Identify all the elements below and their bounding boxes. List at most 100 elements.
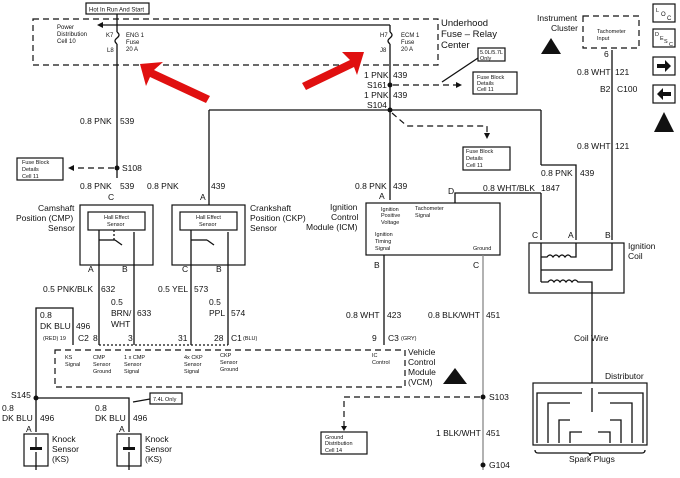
wire-pnk-439-gauge: 1 PNK bbox=[364, 70, 389, 80]
fuse-block-note-2[interactable] bbox=[462, 146, 511, 171]
svg-text:C: C bbox=[667, 16, 672, 22]
svg-text:Ground: Ground bbox=[93, 369, 111, 375]
svg-text:B: B bbox=[374, 260, 380, 270]
svg-text:Camshaft: Camshaft bbox=[38, 203, 75, 213]
eng-fuse-label: ENG 1 Fuse 20 A bbox=[126, 33, 145, 53]
svg-text:B2: B2 bbox=[600, 84, 611, 94]
svg-text:0.5: 0.5 bbox=[209, 297, 221, 307]
svg-text:C: C bbox=[473, 260, 479, 270]
instrument-cluster-label: Instrument Cluster bbox=[537, 13, 578, 33]
spark-plugs-label: Spark Plugs bbox=[569, 454, 615, 464]
svg-text:451: 451 bbox=[486, 428, 500, 438]
instrument-cluster[interactable] bbox=[582, 15, 640, 49]
svg-text:A: A bbox=[26, 424, 32, 434]
ignition-coil[interactable] bbox=[528, 242, 625, 295]
esd-icon bbox=[654, 112, 674, 132]
svg-text:S108: S108 bbox=[122, 163, 142, 173]
svg-text:ENG 1: ENG 1 bbox=[126, 33, 145, 39]
svg-text:Sensor: Sensor bbox=[93, 362, 111, 368]
knock-sensor-1[interactable]: A bbox=[23, 424, 49, 470]
fuse-block-note-1[interactable] bbox=[472, 71, 518, 95]
fuse-block-note-3[interactable] bbox=[16, 157, 64, 181]
svg-text:WHT: WHT bbox=[111, 319, 130, 329]
svg-text:Instrument: Instrument bbox=[537, 13, 578, 23]
svg-text:C1: C1 bbox=[231, 333, 242, 343]
svg-text:O: O bbox=[661, 12, 666, 18]
cmp-sensor[interactable]: Hall Effect Sensor A B bbox=[79, 204, 154, 274]
icm-module[interactable]: Ignition Positive Voltage Tachometer Sig… bbox=[365, 202, 501, 256]
eng-fuse-icon bbox=[114, 31, 120, 45]
svg-text:B: B bbox=[122, 264, 128, 274]
svg-text:0.8 WHT/BLK: 0.8 WHT/BLK bbox=[483, 183, 535, 193]
ground-distribution-note[interactable] bbox=[320, 431, 368, 455]
esd-warning-icon bbox=[443, 368, 467, 384]
svg-text:31: 31 bbox=[178, 333, 188, 343]
svg-text:439: 439 bbox=[211, 181, 225, 191]
ignition-coil-label: Ignition Coil bbox=[628, 241, 656, 261]
svg-text:Control: Control bbox=[331, 212, 359, 222]
svg-text:0.8 PNK: 0.8 PNK bbox=[80, 181, 112, 191]
knock-sensor-2[interactable]: A bbox=[116, 424, 142, 470]
ground-g104 bbox=[480, 462, 486, 468]
arrow-left-icon bbox=[657, 88, 671, 100]
svg-text:496: 496 bbox=[133, 413, 147, 423]
next-arrow-button[interactable] bbox=[652, 56, 676, 76]
svg-text:Tachometer: Tachometer bbox=[415, 206, 444, 212]
svg-text:PPL: PPL bbox=[209, 308, 225, 318]
svg-text:B: B bbox=[605, 230, 611, 240]
knock-sensor-2-label: Knock Sensor (KS) bbox=[145, 434, 172, 464]
svg-text:Voltage: Voltage bbox=[381, 220, 399, 226]
svg-text:KS: KS bbox=[65, 355, 73, 361]
svg-text:(KS): (KS) bbox=[145, 454, 162, 464]
svg-text:4x CKP: 4x CKP bbox=[184, 355, 203, 361]
svg-text:Position (CKP): Position (CKP) bbox=[250, 213, 306, 223]
svg-text:S: S bbox=[664, 39, 668, 45]
loc-button[interactable]: LOC bbox=[652, 3, 676, 23]
svg-text:A: A bbox=[119, 424, 125, 434]
svg-text:Sensor: Sensor bbox=[145, 444, 172, 454]
svg-text:0.8 PNK: 0.8 PNK bbox=[541, 168, 573, 178]
svg-text:20 A: 20 A bbox=[401, 47, 413, 53]
svg-text:574: 574 bbox=[231, 308, 245, 318]
ckp-sensor[interactable]: Hall Effect Sensor C B bbox=[171, 204, 246, 274]
svg-text:Ground: Ground bbox=[220, 367, 238, 373]
red-arrow-right-icon bbox=[302, 52, 364, 90]
svg-text:Sensor: Sensor bbox=[199, 222, 217, 228]
svg-text:Fuse Block: Fuse Block bbox=[466, 149, 493, 155]
arrow-right-icon bbox=[657, 60, 671, 72]
svg-text:Timing: Timing bbox=[375, 239, 391, 245]
svg-text:439: 439 bbox=[393, 90, 407, 100]
svg-text:L: L bbox=[656, 8, 659, 14]
esd-button[interactable] bbox=[654, 112, 674, 132]
svg-text:9: 9 bbox=[372, 333, 377, 343]
svg-text:DK BLU: DK BLU bbox=[95, 413, 126, 423]
vcm-label: Vehicle Control Module (VCM) bbox=[408, 347, 436, 387]
svg-text:S145: S145 bbox=[11, 390, 31, 400]
prev-arrow-button[interactable] bbox=[652, 84, 676, 104]
svg-text:Details: Details bbox=[22, 167, 39, 173]
power-distribution-label: Power Distribution Cell 10 bbox=[57, 25, 87, 45]
distributor[interactable] bbox=[532, 382, 648, 446]
svg-text:S161: S161 bbox=[367, 80, 387, 90]
svg-text:Cell 11: Cell 11 bbox=[477, 87, 494, 93]
svg-text:0.5: 0.5 bbox=[111, 297, 123, 307]
svg-text:E: E bbox=[660, 36, 664, 42]
svg-text:S104: S104 bbox=[367, 100, 387, 110]
svg-text:496: 496 bbox=[40, 413, 54, 423]
svg-text:Fuse – Relay: Fuse – Relay bbox=[441, 29, 497, 40]
svg-text:CKP: CKP bbox=[220, 353, 232, 359]
svg-text:Sensor: Sensor bbox=[124, 362, 142, 368]
ckp-sensor-label: Crankshaft Position (CKP) Sensor bbox=[250, 203, 306, 233]
svg-text:0.8: 0.8 bbox=[2, 403, 14, 413]
svg-text:Module: Module bbox=[408, 367, 436, 377]
svg-text:Control: Control bbox=[372, 360, 390, 366]
svg-text:Input: Input bbox=[597, 36, 610, 42]
arrow-left-icon bbox=[97, 22, 103, 28]
ecm-fuse-label: ECM 1 Fuse 20 A bbox=[401, 33, 420, 53]
svg-text:0.8 PNK: 0.8 PNK bbox=[80, 116, 112, 126]
vcm-module[interactable] bbox=[54, 349, 406, 388]
splice-s108 bbox=[114, 165, 120, 171]
svg-text:S103: S103 bbox=[489, 392, 509, 402]
distributor-label: Distributor bbox=[605, 371, 644, 381]
